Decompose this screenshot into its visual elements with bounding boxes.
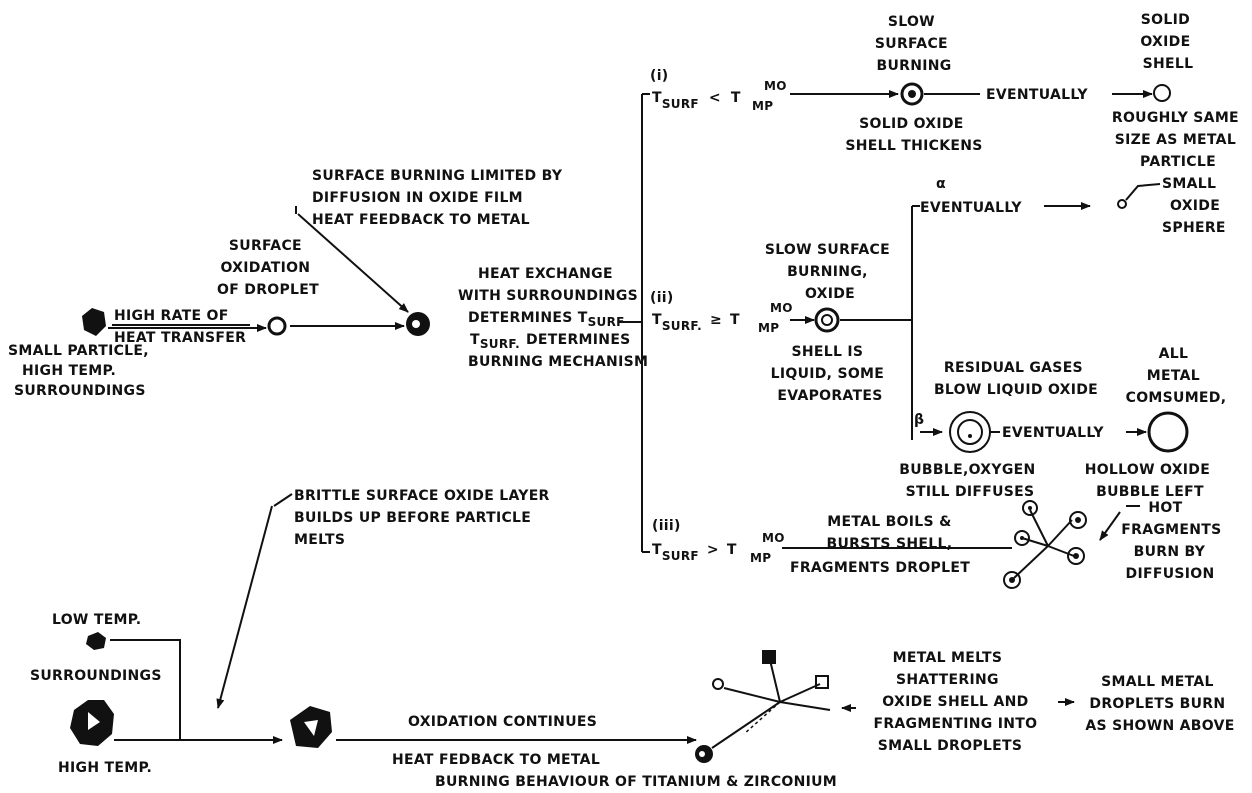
alpha-eventually: EVENTUALLY [920, 200, 1022, 216]
bubble-core [968, 434, 972, 438]
high-temp-label: HIGH TEMP. [58, 760, 152, 776]
case-i-result-below: ROUGHLY SAME SIZE AS METAL PARTICLE [1112, 110, 1244, 170]
case-ii-rhs-sub: MP [758, 321, 779, 335]
case-i-eventually: EVENTUALLY [986, 87, 1088, 103]
case-ii-num: (ii) [650, 290, 674, 306]
case-i-shell-core [908, 90, 916, 98]
case-i-shell-icon [900, 82, 924, 106]
alpha-symbol: α [936, 176, 946, 192]
case-ii-rhs-sup: MO [770, 301, 793, 315]
alpha-leader [1125, 183, 1161, 201]
low-temp-particle-icon [86, 632, 106, 650]
residual-gases-label: RESIDUAL GASES BLOW LIQUID OXIDE [934, 360, 1098, 398]
case-ii-top-label: SLOW SURFACE BURNING, OXIDE [765, 242, 895, 302]
solid-oxide-shell-icon [1153, 84, 1171, 102]
oxidation-label: OXIDATION CONTINUES [408, 714, 597, 730]
case-i-rhs-sup: MO [764, 79, 787, 93]
case-ii-below-label: SHELL IS LIQUID, SOME EVAPORATES [771, 344, 890, 404]
beta-result-below: HOLLOW OXIDE BUBBLE LEFT [1085, 462, 1216, 500]
alpha-result: SMALL OXIDE SPHERE [1162, 176, 1226, 236]
feedback-label: HEAT FEDBACK TO METAL [392, 752, 600, 768]
surface-burning-label: SURFACE BURNING LIMITED BY DIFFUSION IN … [312, 168, 567, 228]
high-temp-play-mark [88, 712, 100, 730]
brittle-label: BRITTLE SURFACE OXIDE LAYER BUILDS UP BE… [294, 488, 555, 548]
beta-result-top: ALL METAL COMSUMED, [1126, 346, 1227, 406]
surroundings-label: SURROUNDINGS [30, 668, 162, 684]
case-ii-condition: TSURF.≥T [652, 312, 740, 333]
bubble-inner-icon [957, 419, 983, 445]
case-i-num: (i) [650, 68, 669, 84]
hot-fragments-arrow [1099, 511, 1121, 541]
droplet-ring-icon [267, 316, 287, 336]
small-oxide-sphere-icon [1117, 199, 1127, 209]
case-iii-num: (iii) [652, 518, 681, 534]
case-iii-result: HOT FRAGMENTS BURN BY DIFFUSION [1121, 500, 1226, 582]
low-temp-label: LOW TEMP. [52, 612, 141, 628]
case-iii-condition: TSURF>T [652, 542, 737, 563]
brittle-arrow [216, 505, 273, 709]
shattering-particle-icon [695, 650, 831, 763]
small-particle-label: SMALL PARTICLE, HIGH TEMP. SURROUNDINGS [8, 343, 154, 399]
bubble-outer-icon [949, 411, 991, 453]
beta-eventually: EVENTUALLY [1002, 425, 1104, 441]
small-metal-label: SMALL METAL DROPLETS BURN AS SHOWN ABOVE [1085, 674, 1234, 734]
melts-label: METAL MELTS SHATTERING OXIDE SHELL AND F… [873, 650, 1042, 754]
oxide-layer-mark [304, 720, 318, 736]
burst-fragments-icon [1003, 500, 1087, 589]
sub-bracket [911, 205, 920, 440]
case-i-condition: TSURF<T [652, 90, 741, 111]
low-temp-connector [110, 639, 181, 740]
burning-droplet-core [412, 320, 420, 328]
case-iii-rhs-sub: MP [750, 551, 771, 565]
high-rate-label: HIGH RATE OF HEAT TRANSFER [114, 308, 246, 346]
small-particle-icon [82, 308, 106, 336]
case-i-top-label: SLOW SURFACE BURNING [875, 14, 953, 74]
brittle-leader [273, 493, 293, 507]
figure-caption: BURNING BEHAVIOUR OF TITANIUM & ZIRCONIU… [435, 774, 837, 790]
case-ii-liquid-shell-icon [814, 307, 840, 333]
case-i-result-top: SOLID OXIDE SHELL [1140, 12, 1195, 72]
case-i-rhs-sub: MP [752, 99, 773, 113]
heat-exchange-line5: BURNING MECHANISM [468, 354, 648, 370]
branch-bracket [618, 93, 650, 553]
beta-symbol: β [914, 412, 924, 428]
case-iii-rhs-sup: MO [762, 531, 785, 545]
heat-exchange-line3: DETERMINES TSURF [468, 310, 625, 329]
beta-below: BUBBLE,OXYGEN STILL DIFFUSES [899, 462, 1040, 500]
heat-exchange-label: HEAT EXCHANGE WITH SURROUNDINGS [458, 266, 638, 304]
surface-burning-arrow [297, 213, 409, 313]
case-i-below-label: SOLID OXIDE SHELL THICKENS [845, 116, 982, 154]
hollow-oxide-bubble-icon [1147, 411, 1189, 453]
heat-exchange-line4: TSURF.DETERMINES [470, 332, 631, 351]
case-iii-text: METAL BOILS & BURSTS SHELL, FRAGMENTS DR… [790, 514, 970, 576]
surface-oxidation-label: SURFACE OXIDATION OF DROPLET [217, 238, 319, 298]
case-ii-liquid-core [821, 314, 833, 326]
